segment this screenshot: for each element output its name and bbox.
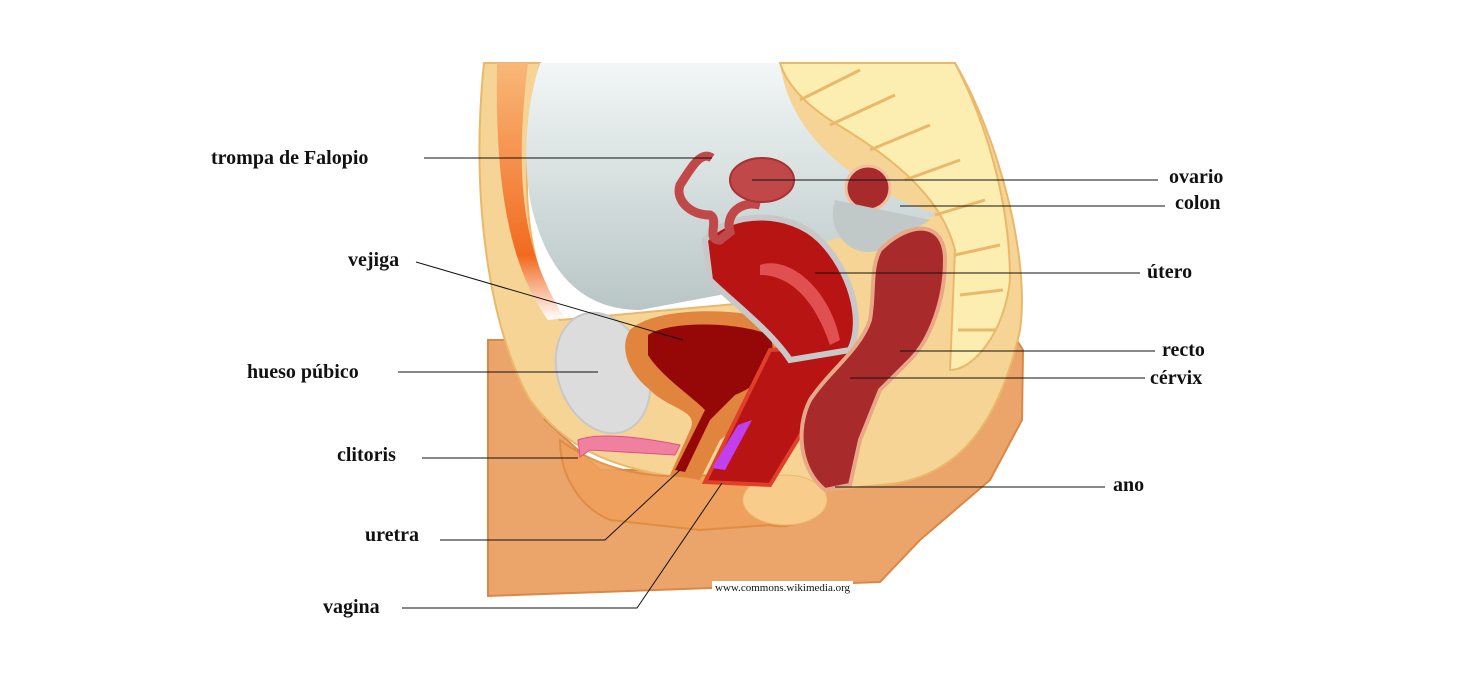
vertebra-lines — [799, 68, 1004, 332]
uterine-cavity — [760, 263, 840, 345]
label-rectum: recto — [1162, 339, 1205, 361]
abdominal-wall — [496, 63, 565, 320]
label-clitoris: clitoris — [337, 444, 396, 466]
label-ovary: ovario — [1169, 166, 1224, 188]
label-pubic-bone: hueso púbico — [247, 361, 359, 383]
bladder — [648, 324, 773, 472]
leader-lines — [398, 157, 1165, 609]
colon-wall — [832, 200, 930, 252]
label-vagina: vagina — [323, 596, 380, 618]
label-anus: ano — [1113, 474, 1145, 496]
label-uterus: útero — [1147, 261, 1193, 283]
buttock-mound — [742, 474, 828, 526]
urethral-glands — [712, 420, 752, 470]
watermark: www.commons.wikimedia.org — [712, 581, 854, 595]
colon-shape — [844, 164, 892, 212]
label-bladder: vejiga — [348, 249, 400, 271]
label-colon: colon — [1175, 192, 1221, 214]
sacrum — [778, 62, 1012, 372]
rectum — [799, 226, 948, 493]
clitoris-shape — [577, 435, 681, 458]
label-cervix: cérvix — [1150, 367, 1203, 389]
label-fallopian-tube: trompa de Falopio — [211, 147, 369, 169]
label-urethra: uretra — [365, 524, 420, 546]
uterus — [701, 214, 859, 364]
fallopian-tube-shape — [674, 151, 762, 245]
